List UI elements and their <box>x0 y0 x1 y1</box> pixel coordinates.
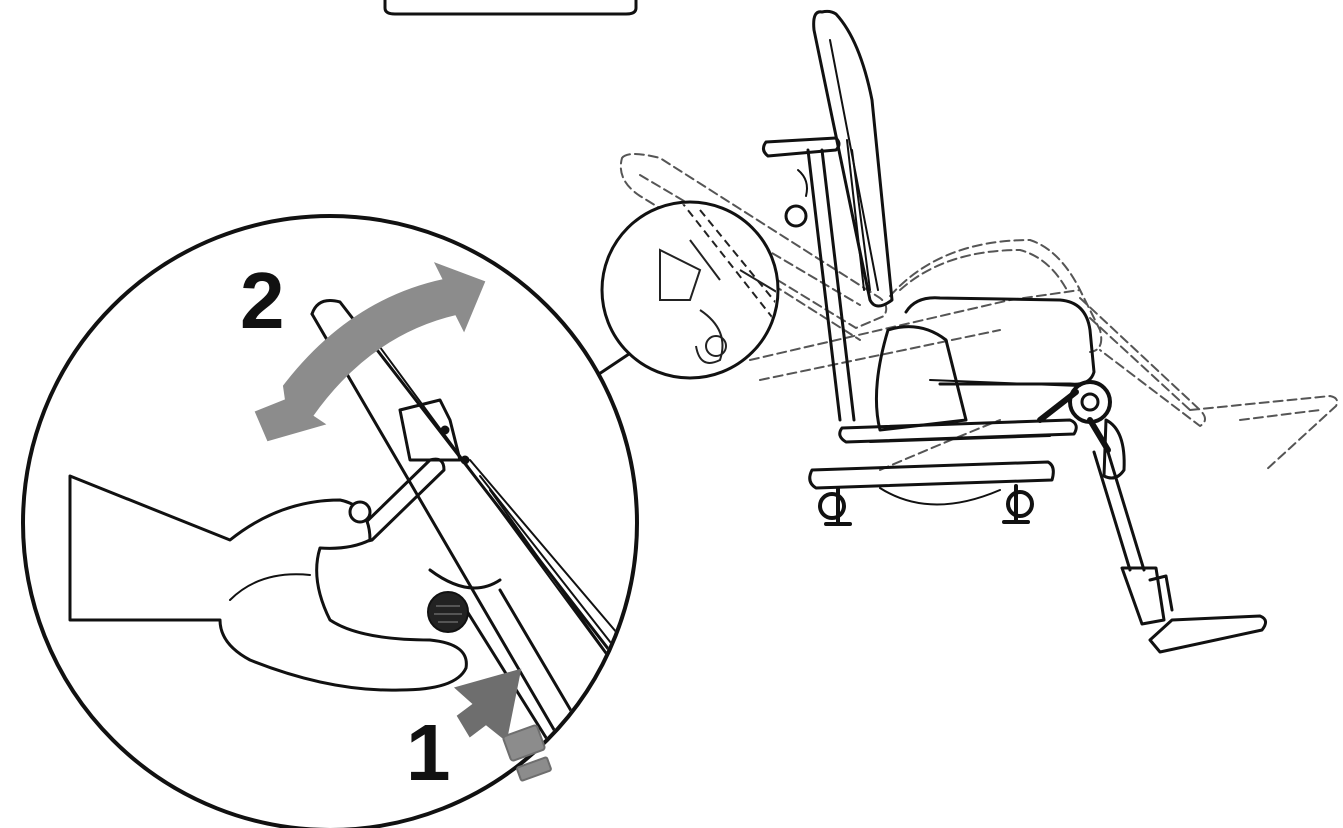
step-1-number: 1 <box>406 708 451 797</box>
front-wheel <box>1002 484 1034 524</box>
calf-pad <box>1102 418 1126 480</box>
step-2-number: 2 <box>240 256 285 345</box>
legrest-joint <box>1068 380 1112 424</box>
detail-locator-circle <box>600 200 780 380</box>
seat <box>904 296 1096 386</box>
top-frame-edge <box>383 0 638 16</box>
detail-magnifier-circle <box>21 214 639 828</box>
backrest-tube <box>310 299 635 692</box>
footplate <box>1120 566 1166 626</box>
frame-knob <box>784 204 808 228</box>
double-arrow-icon <box>254 262 486 442</box>
push-arrow-icon <box>453 668 552 782</box>
push-handle <box>761 136 841 158</box>
side-panel <box>874 325 968 432</box>
rear-wheel <box>818 486 852 526</box>
chair-base <box>808 460 1055 490</box>
shower-chair <box>619 9 1339 654</box>
backrest <box>812 9 894 308</box>
release-knob <box>427 591 469 633</box>
